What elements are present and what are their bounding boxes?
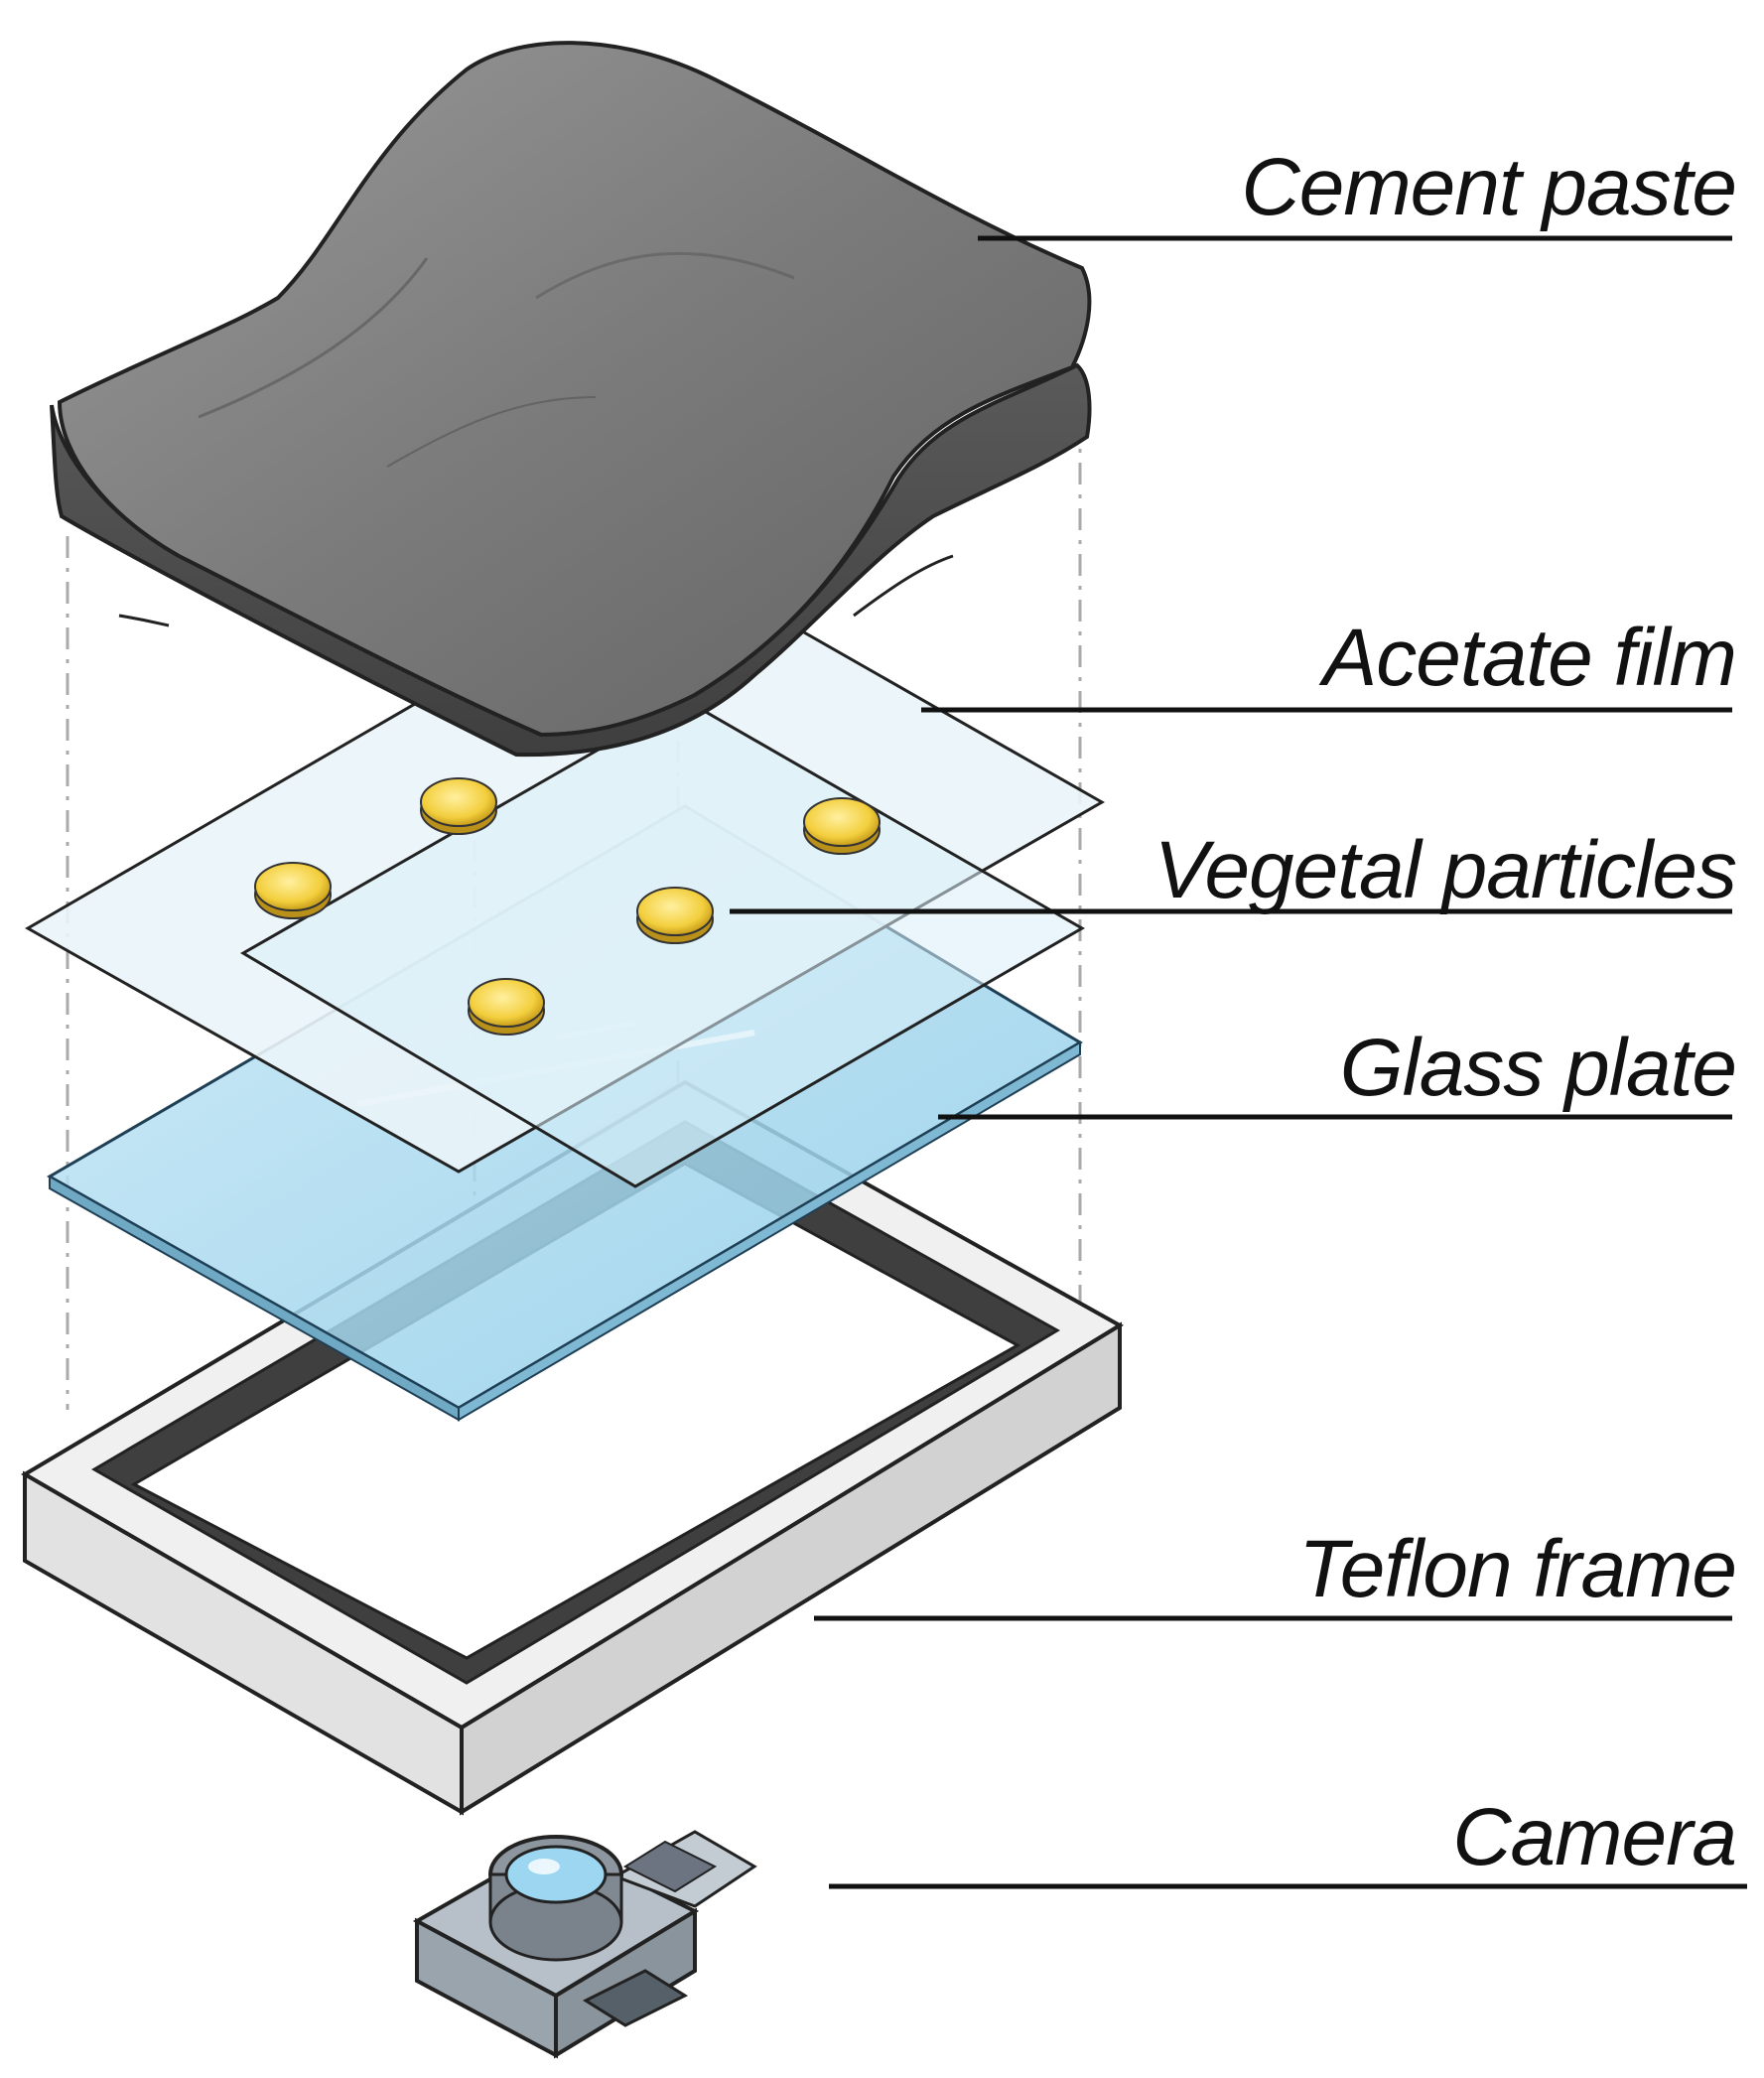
label-glass-plate: Glass plate [1339, 1023, 1737, 1113]
camera-illustration [412, 1830, 757, 2059]
label-acetate-film: Acetate film [1322, 613, 1737, 703]
label-teflon-frame: Teflon frame [1298, 1524, 1737, 1614]
vegetal-particle [420, 777, 497, 835]
vegetal-particle [468, 978, 545, 1036]
label-cement-paste: Cement paste [1241, 142, 1737, 232]
label-vegetal-particles: Vegetal particles [1153, 825, 1737, 915]
leader-lines [730, 235, 1747, 1889]
vegetal-particle [803, 797, 881, 855]
label-camera: Camera [1452, 1792, 1737, 1882]
teflon-frame-illustration [21, 1079, 1124, 1816]
vegetal-particle [254, 862, 332, 919]
cement-paste-illustration [50, 41, 1092, 758]
vegetal-particle [636, 887, 714, 944]
vegetal-particles-illustration [254, 777, 881, 1036]
